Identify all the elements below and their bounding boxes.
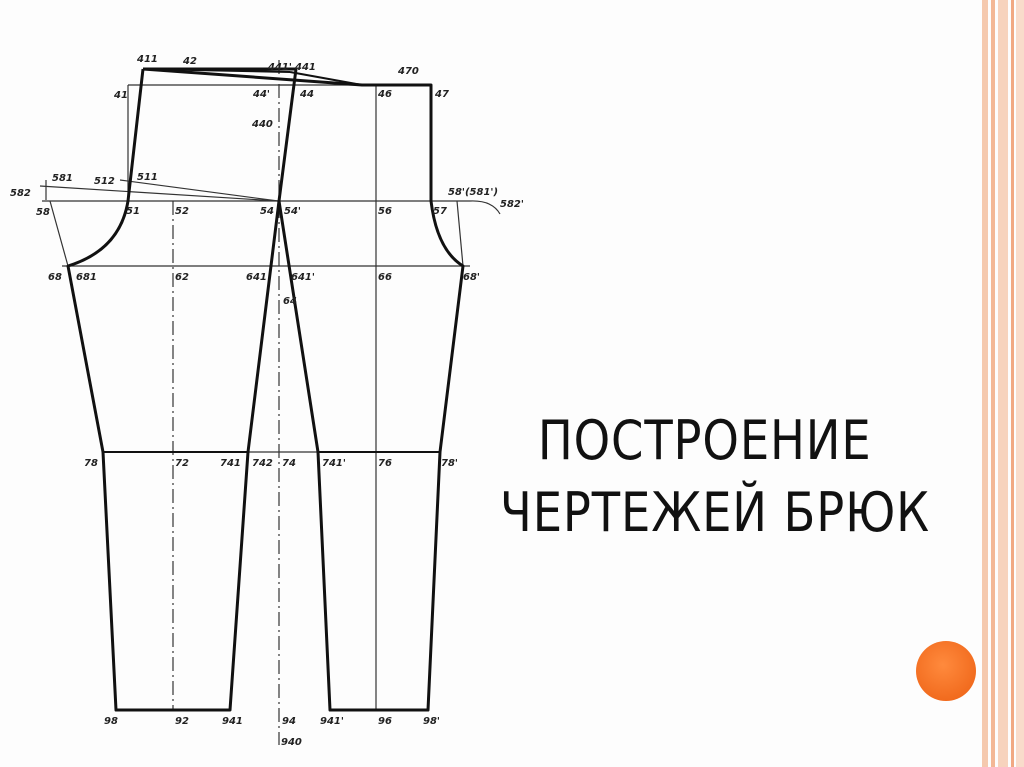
label-54-prime: 54' [284, 206, 301, 217]
label-64: 64 [283, 296, 297, 307]
label-66: 66 [378, 272, 392, 283]
label-78: 78 [84, 458, 98, 469]
label-62: 62 [175, 272, 189, 283]
point-labels: 411 42 441' 441 470 41 44' 44 46 47 440 … [10, 54, 524, 748]
label-512: 512 [94, 176, 115, 187]
slide-title: ПОСТРОЕНИЕ ЧЕРТЕЖЕЙ БРЮК [500, 405, 930, 549]
decorative-stripe [982, 0, 988, 767]
label-470: 470 [397, 66, 419, 77]
label-94: 94 [282, 716, 296, 727]
label-78-prime: 78' [441, 458, 458, 469]
label-68: 68 [48, 272, 62, 283]
label-92: 92 [175, 716, 189, 727]
back-piece-outline [142, 67, 465, 712]
decorative-stripe [998, 0, 1008, 767]
label-941: 941 [222, 716, 243, 727]
label-47: 47 [434, 89, 449, 100]
front-piece-outline [66, 67, 298, 712]
label-511: 511 [137, 172, 158, 183]
label-51: 51 [126, 206, 140, 217]
dart-guide-2 [119, 179, 279, 202]
pattern-outline [66, 67, 465, 712]
curve-582 [469, 200, 501, 215]
label-741: 741 [220, 458, 241, 469]
label-742: 742 [252, 458, 273, 469]
label-582: 582 [10, 188, 31, 199]
label-411: 411 [136, 54, 158, 65]
label-76: 76 [378, 458, 392, 469]
label-41: 41 [113, 90, 128, 101]
label-52: 52 [175, 206, 189, 217]
label-58: 58 [36, 207, 50, 218]
center-lines [172, 60, 292, 745]
waist-top-line [142, 68, 291, 73]
label-44-prime: 44' [252, 89, 270, 100]
label-681: 681 [76, 272, 97, 283]
label-44: 44 [299, 89, 314, 100]
label-57: 57 [433, 206, 447, 217]
title-line-1: ПОСТРОЕНИЕ [537, 409, 872, 472]
label-98: 98 [104, 716, 118, 727]
label-581: 581 [52, 173, 73, 184]
side-guide-right [456, 200, 464, 267]
decorative-stripe [1016, 0, 1024, 767]
label-741-prime: 741' [322, 458, 346, 469]
label-46-top: 46 [377, 89, 392, 100]
label-42: 42 [182, 56, 197, 67]
orange-circle-decoration [916, 641, 976, 701]
side-guide-left [49, 200, 69, 267]
label-74: 74 [282, 458, 296, 469]
label-441-prime: 441' [267, 62, 292, 73]
label-58-prime: 58'(581') [448, 187, 498, 198]
decorative-stripe [1011, 0, 1014, 767]
label-641-prime: 641' [291, 272, 315, 283]
label-72: 72 [175, 458, 189, 469]
waist-back-line [289, 71, 363, 86]
label-56: 56 [378, 206, 392, 217]
label-940: 940 [281, 737, 302, 748]
decorative-stripe [991, 0, 995, 767]
label-641: 641 [246, 272, 267, 283]
label-941-prime: 941' [320, 716, 344, 727]
label-441: 441 [294, 62, 316, 73]
title-line-2: ЧЕРТЕЖЕЙ БРЮК [500, 481, 930, 544]
label-98-prime: 98' [423, 716, 440, 727]
label-68-prime: 68' [463, 272, 480, 283]
label-54: 54 [260, 206, 274, 217]
label-582-prime: 582' [500, 199, 524, 210]
dart-guide-1 [39, 185, 279, 202]
label-440: 440 [251, 119, 273, 130]
label-96: 96 [378, 716, 392, 727]
